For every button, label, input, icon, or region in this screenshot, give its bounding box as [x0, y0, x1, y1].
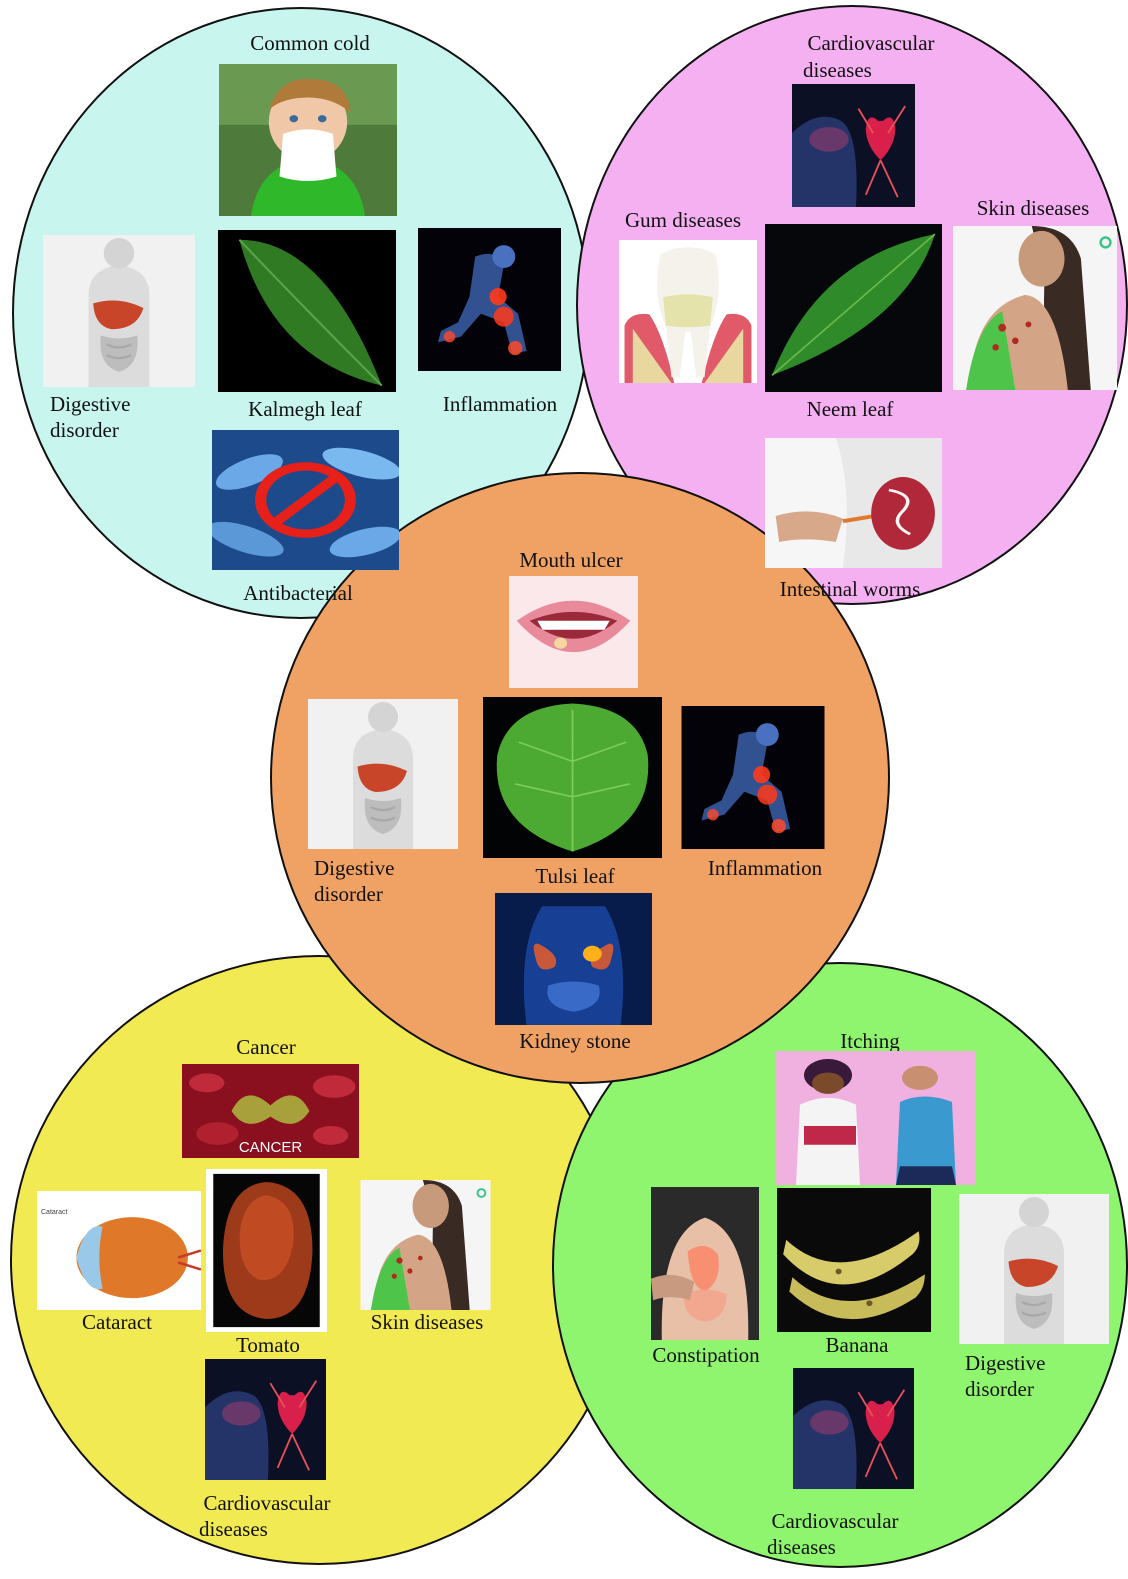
banana-image	[777, 1188, 931, 1332]
label-cardio-neem-b: diseases	[803, 57, 872, 83]
label-digestive-1b: disorder	[50, 417, 119, 443]
label-digestive-3b: disorder	[965, 1376, 1034, 1402]
kidney-stone-image	[495, 893, 652, 1025]
digestive-image-1	[33, 235, 205, 387]
label-inflammation-2: Inflammation	[708, 855, 822, 881]
label-digestive-2a: Digestive	[314, 855, 394, 881]
label-cardio-neem-a: Cardiovascular	[807, 30, 934, 56]
cardio-image-banana	[766, 1368, 941, 1489]
label-gum-diseases: Gum diseases	[625, 207, 741, 233]
label-cardio-banana-a: Cardiovascular	[771, 1508, 898, 1534]
label-tulsi-leaf: Tulsi leaf	[535, 863, 614, 889]
label-skin-tomato: Skin diseases	[371, 1309, 484, 1335]
gum-disease-image	[619, 240, 757, 383]
inflammation-image-1	[407, 228, 572, 371]
label-kalmegh-leaf: Kalmegh leaf	[248, 396, 362, 422]
label-skin-neem: Skin diseases	[977, 195, 1090, 221]
label-constipation: Constipation	[652, 1342, 759, 1368]
label-common-cold: Common cold	[250, 30, 370, 56]
label-inflammation-1: Inflammation	[443, 391, 557, 417]
label-digestive-1a: Digestive	[50, 391, 130, 417]
constipation-image	[651, 1187, 759, 1340]
cataract-image: Cataract	[37, 1191, 201, 1310]
neem-leaf-image	[765, 224, 942, 392]
tulsi-leaf-image	[483, 697, 662, 858]
label-cataract: Cataract	[82, 1309, 152, 1335]
skin-image-neem	[950, 226, 1120, 390]
label-digestive-2b: disorder	[314, 881, 383, 907]
kalmegh-leaf-image	[218, 230, 396, 392]
label-tomato: Tomato	[236, 1332, 300, 1358]
label-banana: Banana	[826, 1332, 889, 1358]
inflammation-image-2	[670, 706, 836, 849]
tomato-image	[206, 1169, 327, 1332]
cataract-small-text: Cataract	[41, 1209, 67, 1216]
label-antibacterial: Antibacterial	[243, 580, 353, 606]
common-cold-image	[219, 64, 397, 216]
mouth-ulcer-image	[509, 576, 638, 688]
label-cardio-tomato-b: diseases	[199, 1516, 268, 1542]
cancer-banner-text: CANCER	[182, 1139, 359, 1156]
label-digestive-3a: Digestive	[965, 1350, 1045, 1376]
label-cancer: Cancer	[236, 1034, 295, 1060]
itching-image	[776, 1051, 976, 1185]
label-intestinal-worms: Intestinal worms	[780, 576, 921, 602]
cardio-image-tomato	[177, 1359, 354, 1480]
cancer-image: CANCER	[182, 1064, 359, 1158]
label-cardio-tomato-a: Cardiovascular	[203, 1490, 330, 1516]
label-mouth-ulcer: Mouth ulcer	[519, 547, 622, 573]
antibacterial-image	[212, 430, 399, 570]
digestive-image-3	[948, 1194, 1120, 1344]
label-cardio-banana-b: diseases	[767, 1534, 836, 1560]
intestinal-worms-image	[765, 438, 942, 568]
digestive-image-2	[297, 699, 469, 849]
cardio-image-neem	[765, 84, 942, 207]
label-kidney-stone: Kidney stone	[519, 1028, 630, 1054]
label-neem-leaf: Neem leaf	[807, 396, 894, 422]
skin-image-tomato	[354, 1180, 497, 1310]
